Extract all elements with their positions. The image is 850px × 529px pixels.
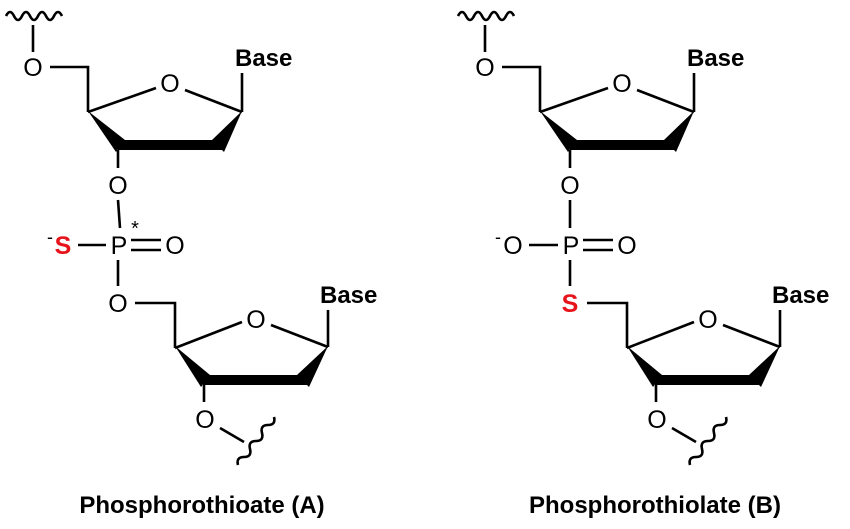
atom-s: S <box>55 232 72 260</box>
wavy-bond-top <box>4 10 64 22</box>
wedge-bond <box>175 346 210 387</box>
wavy-bond-top <box>456 10 516 22</box>
atom-ring-o-bottom: O <box>246 306 265 334</box>
atom-ring-o-top: O <box>160 70 179 98</box>
wavy-bond-bottom <box>688 416 728 466</box>
structure-a: O O Base O P * - S O O O Base O P <box>4 10 377 519</box>
wedge-bond <box>749 346 780 387</box>
atom-ring-o-top: O <box>612 70 631 98</box>
bond <box>116 199 122 229</box>
bold-bond <box>203 375 307 385</box>
atom-o3-top: O <box>108 172 127 200</box>
bond <box>174 320 243 350</box>
wedge-bond <box>88 111 125 152</box>
bold-bond <box>655 375 759 385</box>
atom-o5-top: O <box>475 54 494 82</box>
structure-b: O O Base O P - O O S O Base O Phospho <box>456 10 829 519</box>
atom-o5-bottom: O <box>108 290 127 318</box>
charge-minus: - <box>495 227 501 247</box>
bond <box>626 320 695 350</box>
bold-bond <box>570 140 674 150</box>
atom-o-minus: O <box>503 232 522 260</box>
bond <box>219 426 245 444</box>
atom-p: P <box>563 232 580 260</box>
bond <box>270 323 329 349</box>
wedge-bond <box>212 111 242 152</box>
bond-c5 <box>50 65 90 112</box>
label-a: Phosphorothioate (A) <box>79 492 324 519</box>
atom-s: S <box>562 290 579 318</box>
stereo-center-mark: * <box>131 218 139 240</box>
bond <box>539 86 609 114</box>
wedge-bond <box>540 111 577 152</box>
wedge-bond <box>297 346 328 387</box>
bond <box>636 88 695 114</box>
bond <box>184 88 243 114</box>
base-top: Base <box>687 45 744 72</box>
bold-bond <box>118 140 222 150</box>
atom-o3-bottom: O <box>195 406 214 434</box>
base-bottom: Base <box>772 282 829 309</box>
atom-o-double: O <box>617 232 636 260</box>
atom-o3-top: O <box>560 172 579 200</box>
atom-ring-o-bottom: O <box>698 306 717 334</box>
bond-c5 <box>502 65 542 112</box>
bond <box>671 426 697 444</box>
atom-p: P <box>111 232 128 260</box>
wedge-bond <box>627 346 662 387</box>
base-bottom: Base <box>320 282 377 309</box>
atom-o-double: O <box>165 232 184 260</box>
bond <box>722 323 781 349</box>
atom-o5-top: O <box>23 54 42 82</box>
bond <box>87 86 157 114</box>
atom-o3-bottom: O <box>647 406 666 434</box>
bond-c5 <box>587 301 629 348</box>
wavy-bond-bottom <box>236 416 276 466</box>
bond-c5 <box>135 301 177 348</box>
wedge-bond <box>664 111 694 152</box>
base-top: Base <box>235 45 292 72</box>
label-b: Phosphorothiolate (B) <box>529 492 781 519</box>
charge-minus: - <box>47 227 53 247</box>
